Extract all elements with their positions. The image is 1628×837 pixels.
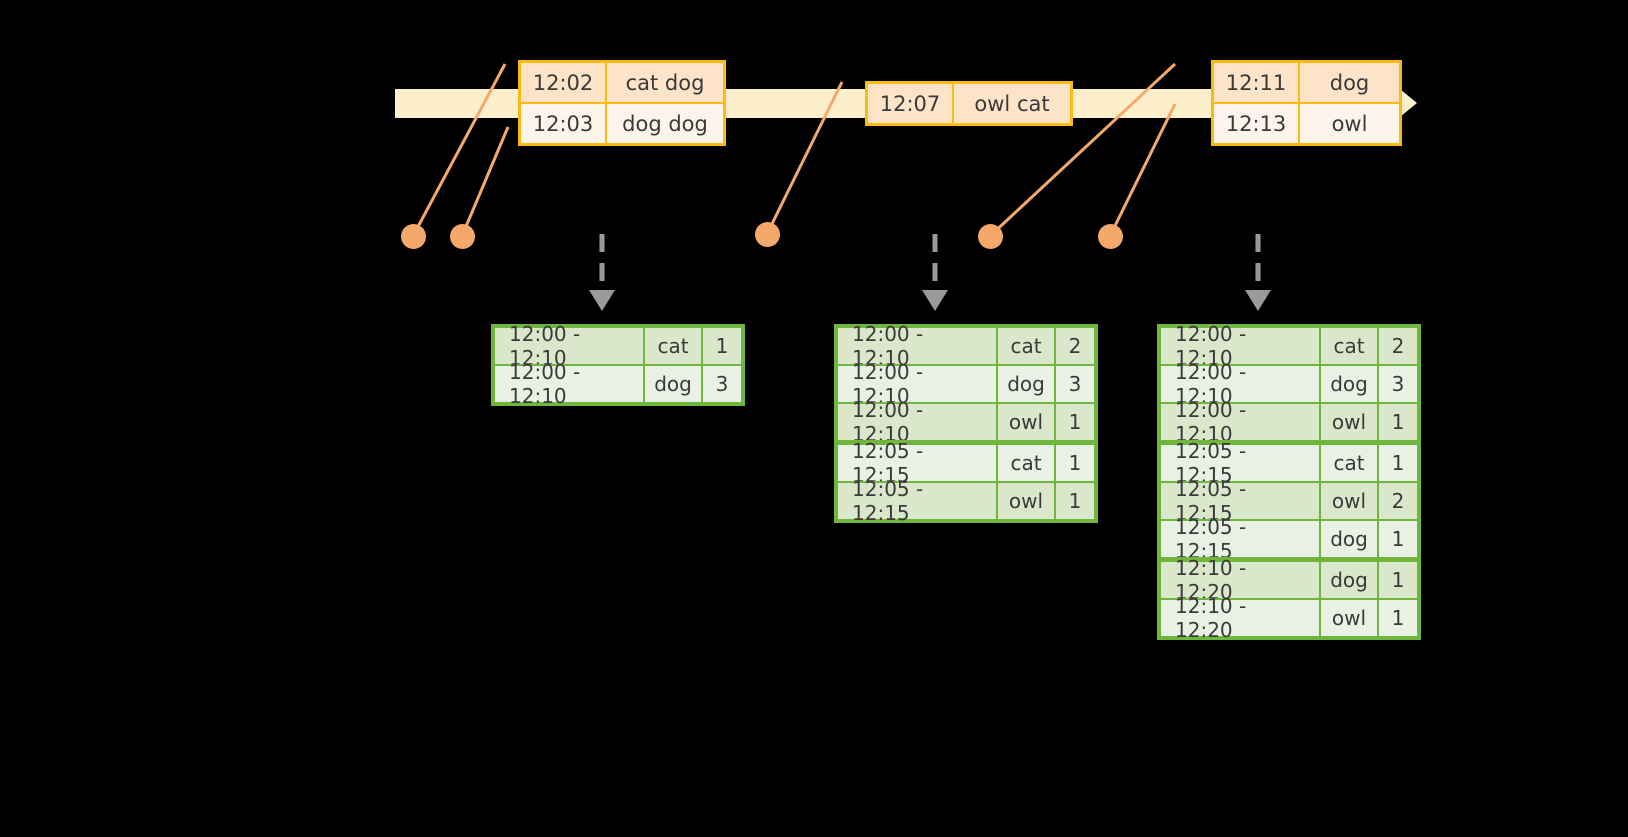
count-cell: 1	[1377, 404, 1417, 440]
count-cell: 3	[701, 366, 741, 402]
key-cell: owl	[1319, 404, 1377, 440]
key-cell: cat	[996, 328, 1054, 364]
window-cell: 12:00 - 12:10	[509, 322, 581, 370]
event-box-1[interactable]: 12:02 cat dog 12:03 dog dog	[518, 60, 726, 146]
table-row: 12:05 - 12:15 owl 2	[1161, 477, 1417, 525]
count-cell: 1	[1054, 404, 1094, 440]
window-cell: 12:00 - 12:10	[1175, 398, 1247, 446]
event-value: dog dog	[605, 104, 723, 143]
table-row: 12:00 - 12:10 dog 3	[495, 360, 741, 408]
window-cell: 12:00 - 12:10	[852, 360, 924, 408]
count-cell: 2	[1054, 328, 1094, 364]
count-cell: 1	[701, 328, 741, 364]
dashed-arrow-to-table-2	[922, 234, 948, 311]
table-row: 12:00 - 12:10 dog 3	[1161, 360, 1417, 408]
table-row: 12:00 - 12:10 cat 2	[838, 322, 1094, 370]
table-row: 12:05 - 12:15 dog 1	[1161, 515, 1417, 563]
event-row: 12:03 dog dog	[521, 102, 723, 143]
table-row: 12:10 - 12:20 dog 1	[1161, 556, 1417, 604]
event-value: owl cat	[952, 84, 1070, 123]
count-cell: 2	[1377, 328, 1417, 364]
window-cell: 12:00 - 12:10	[852, 398, 924, 446]
count-cell: 3	[1377, 366, 1417, 402]
event-row: 12:07 owl cat	[868, 84, 1070, 123]
key-cell: dog	[1319, 366, 1377, 402]
event-value: dog	[1298, 63, 1399, 102]
window-cell: 12:05 - 12:15	[1175, 439, 1247, 487]
count-cell: 1	[1377, 521, 1417, 557]
event-time: 12:11	[1225, 70, 1287, 95]
key-cell: owl	[996, 404, 1054, 440]
leader-line-4	[988, 62, 1177, 238]
table-row: 12:05 - 12:15 cat 1	[838, 439, 1094, 487]
event-time: 12:03	[532, 111, 594, 136]
table-row: 12:00 - 12:10 cat 1	[495, 322, 741, 370]
table-row: 12:00 - 12:10 dog 3	[838, 360, 1094, 408]
count-cell: 3	[1054, 366, 1094, 402]
event-row: 12:13 owl	[1214, 102, 1399, 143]
event-time: 12:07	[879, 91, 941, 116]
count-cell: 1	[1377, 562, 1417, 598]
window-cell: 12:00 - 12:10	[509, 360, 581, 408]
count-cell: 1	[1054, 445, 1094, 481]
table-row: 12:05 - 12:15 owl 1	[838, 477, 1094, 525]
count-cell: 2	[1377, 483, 1417, 519]
result-table-2[interactable]: 12:00 - 12:10 cat 2 12:00 - 12:10 dog 3 …	[834, 322, 1098, 525]
key-cell: dog	[1319, 521, 1377, 557]
key-cell: owl	[996, 483, 1054, 519]
key-cell: cat	[1319, 328, 1377, 364]
table-row: 12:00 - 12:10 cat 2	[1161, 322, 1417, 370]
key-cell: owl	[1319, 600, 1377, 636]
result-table-1[interactable]: 12:00 - 12:10 cat 1 12:00 - 12:10 dog 3	[491, 322, 745, 408]
event-dot-4[interactable]	[978, 224, 1003, 249]
event-time: 12:13	[1225, 111, 1287, 136]
key-cell: cat	[996, 445, 1054, 481]
window-cell: 12:00 - 12:10	[1175, 360, 1247, 408]
key-cell: cat	[643, 328, 701, 364]
table-row: 12:00 - 12:10 owl 1	[1161, 398, 1417, 446]
table-row: 12:00 - 12:10 owl 1	[838, 398, 1094, 446]
event-dot-2[interactable]	[450, 224, 475, 249]
event-value: cat dog	[605, 63, 723, 102]
window-cell: 12:10 - 12:20	[1175, 594, 1247, 642]
count-cell: 1	[1377, 445, 1417, 481]
leader-line-1	[411, 63, 507, 237]
key-cell: cat	[1319, 445, 1377, 481]
event-time: 12:02	[532, 70, 594, 95]
window-cell: 12:05 - 12:15	[852, 439, 924, 487]
table-row: 12:10 - 12:20 owl 1	[1161, 594, 1417, 642]
leader-line-5	[1108, 103, 1177, 237]
window-cell: 12:00 - 12:10	[1175, 322, 1247, 370]
dashed-arrow-to-table-1	[589, 234, 615, 311]
leader-line-3	[765, 81, 844, 235]
window-cell: 12:00 - 12:10	[852, 322, 924, 370]
count-cell: 1	[1377, 600, 1417, 636]
dashed-arrow-to-table-3	[1245, 234, 1271, 311]
event-dot-5[interactable]	[1098, 224, 1123, 249]
event-box-3[interactable]: 12:11 dog 12:13 owl	[1211, 60, 1402, 146]
count-cell: 1	[1054, 483, 1094, 519]
key-cell: dog	[1319, 562, 1377, 598]
window-cell: 12:05 - 12:15	[852, 477, 924, 525]
leader-line-2	[460, 126, 510, 237]
window-cell: 12:05 - 12:15	[1175, 477, 1247, 525]
key-cell: owl	[1319, 483, 1377, 519]
window-cell: 12:05 - 12:15	[1175, 515, 1247, 563]
key-cell: dog	[643, 366, 701, 402]
result-table-3[interactable]: 12:00 - 12:10 cat 2 12:00 - 12:10 dog 3 …	[1157, 322, 1421, 642]
window-cell: 12:10 - 12:20	[1175, 556, 1247, 604]
event-row: 12:02 cat dog	[521, 63, 723, 102]
table-row: 12:05 - 12:15 cat 1	[1161, 439, 1417, 487]
event-value: owl	[1298, 104, 1399, 143]
key-cell: dog	[996, 366, 1054, 402]
event-box-2[interactable]: 12:07 owl cat	[865, 81, 1073, 126]
event-row: 12:11 dog	[1214, 63, 1399, 102]
event-dot-3[interactable]	[755, 222, 780, 247]
event-dot-1[interactable]	[401, 224, 426, 249]
